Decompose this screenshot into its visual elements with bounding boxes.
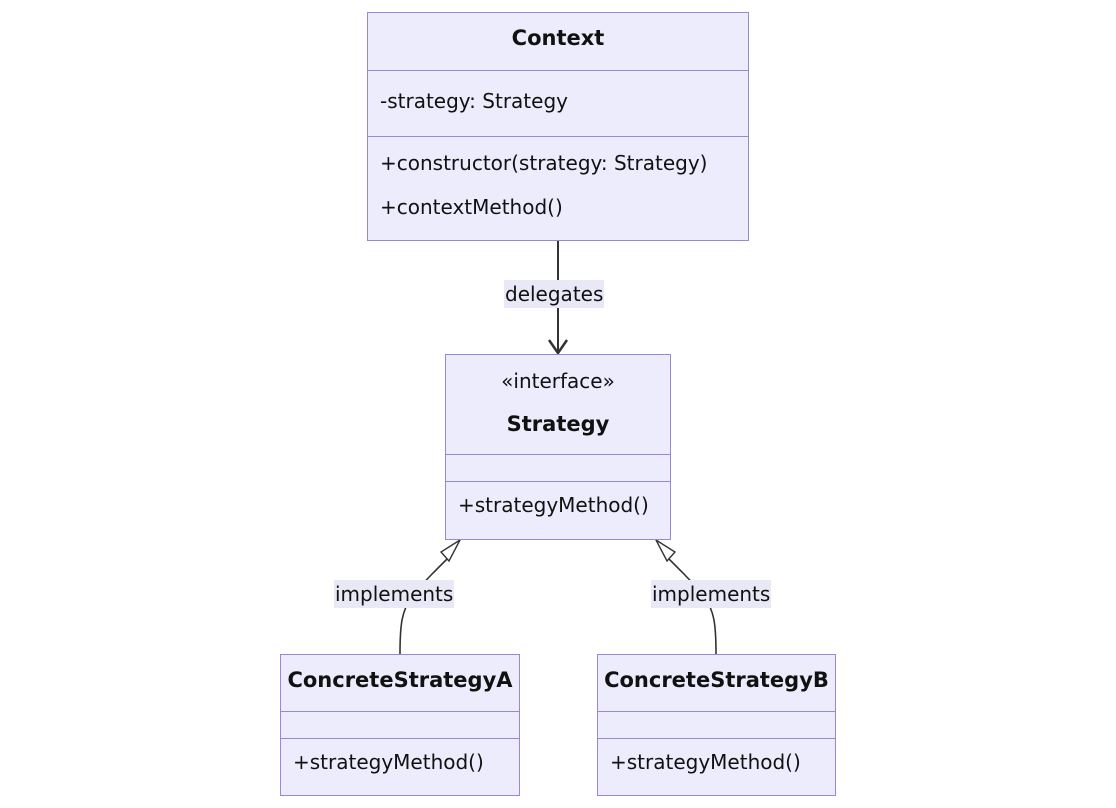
method: +contextMethod() xyxy=(380,195,563,219)
method: +constructor(strategy: Strategy) xyxy=(380,151,708,175)
class-context-attributes: -strategy: Strategy xyxy=(368,70,748,136)
method: +strategyMethod() xyxy=(610,750,801,774)
method: +strategyMethod() xyxy=(458,493,649,517)
class-concrete-strategy-a-attributes xyxy=(281,711,519,738)
class-strategy: «interface» Strategy +strategyMethod() xyxy=(445,354,671,540)
realization-arrowhead-a xyxy=(439,538,462,563)
class-context-methods: +constructor(strategy: Strategy) +contex… xyxy=(368,136,748,240)
class-context: Context -strategy: Strategy +constructor… xyxy=(367,12,749,241)
class-strategy-header: «interface» Strategy xyxy=(446,355,670,454)
class-strategy-attributes xyxy=(446,454,670,481)
class-strategy-methods: +strategyMethod() xyxy=(446,481,670,539)
class-name: Strategy xyxy=(506,412,610,436)
class-concrete-strategy-b-header: ConcreteStrategyB xyxy=(598,655,835,711)
class-concrete-strategy-b-attributes xyxy=(598,711,835,738)
class-concrete-strategy-a-header: ConcreteStrategyA xyxy=(281,655,519,711)
class-name: ConcreteStrategyB xyxy=(604,668,829,692)
stereotype-label: «interface» xyxy=(501,369,615,393)
realization-arrowhead-b xyxy=(654,538,677,563)
edge-label-implements-a: implements xyxy=(334,580,455,608)
class-concrete-strategy-a-methods: +strategyMethod() xyxy=(281,738,519,795)
class-concrete-strategy-b-methods: +strategyMethod() xyxy=(598,738,835,795)
class-concrete-strategy-b: ConcreteStrategyB +strategyMethod() xyxy=(597,654,836,796)
edge-label-delegates: delegates xyxy=(504,280,605,308)
class-concrete-strategy-a: ConcreteStrategyA +strategyMethod() xyxy=(280,654,520,796)
class-context-header: Context xyxy=(368,13,748,70)
class-name: ConcreteStrategyA xyxy=(287,668,513,692)
attribute: -strategy: Strategy xyxy=(380,89,568,113)
edge-label-implements-b: implements xyxy=(651,580,772,608)
class-name: Context xyxy=(511,26,605,50)
association-arrowhead xyxy=(547,339,569,356)
method: +strategyMethod() xyxy=(293,750,484,774)
